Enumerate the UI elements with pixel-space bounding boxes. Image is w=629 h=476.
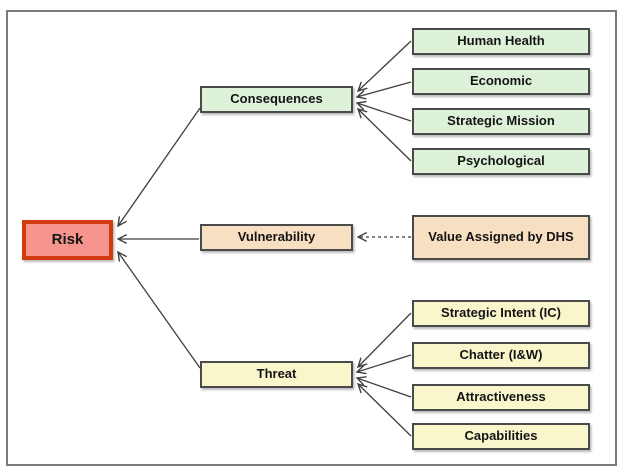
arrow-capabilities-to-threat bbox=[358, 384, 412, 437]
node-human-health: Human Health bbox=[412, 28, 590, 55]
node-strategic-mission: Strategic Mission bbox=[412, 108, 590, 135]
arrow-strategic-intent-to-threat bbox=[358, 312, 412, 367]
node-economic: Economic bbox=[412, 68, 590, 95]
arrow-human-health-to-consequences bbox=[358, 40, 412, 91]
arrow-economic-to-consequences bbox=[357, 81, 412, 97]
arrow-threat-to-risk bbox=[118, 252, 201, 369]
node-vulnerability: Vulnerability bbox=[200, 224, 353, 251]
arrow-consequences-to-risk bbox=[118, 107, 201, 226]
arrow-psychological-to-consequences bbox=[358, 109, 412, 162]
node-strategic-intent: Strategic Intent (IC) bbox=[412, 300, 590, 327]
node-value-assigned-by-dhs: Value Assigned by DHS bbox=[412, 215, 590, 260]
node-risk: Risk bbox=[22, 220, 113, 260]
arrow-chatter-to-threat bbox=[357, 354, 412, 372]
arrow-strategic-mission-to-consequences bbox=[357, 103, 412, 122]
node-chatter: Chatter (I&W) bbox=[412, 342, 590, 369]
node-psychological: Psychological bbox=[412, 148, 590, 175]
node-attractiveness: Attractiveness bbox=[412, 384, 590, 411]
node-capabilities: Capabilities bbox=[412, 423, 590, 450]
node-consequences: Consequences bbox=[200, 86, 353, 113]
arrow-attractiveness-to-threat bbox=[357, 378, 412, 398]
node-threat: Threat bbox=[200, 361, 353, 388]
